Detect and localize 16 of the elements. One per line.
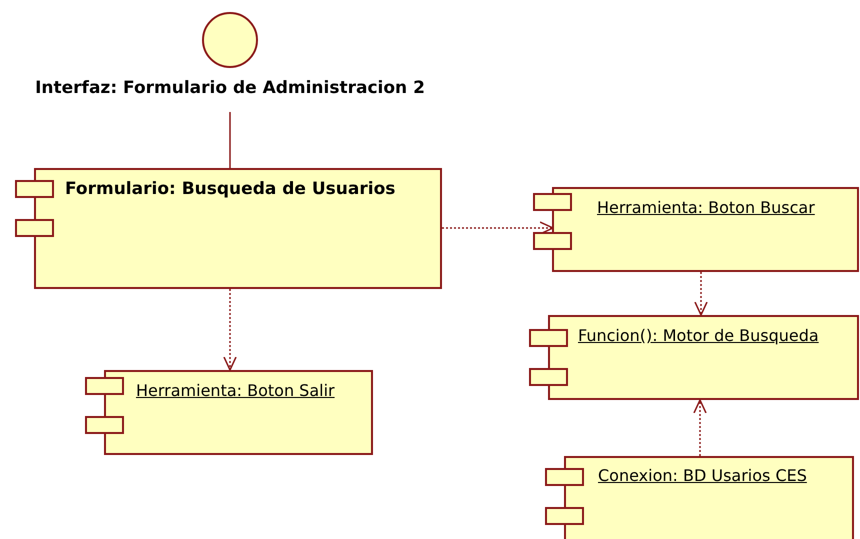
component-label: Herramienta: Boton Salir xyxy=(136,381,335,401)
dependency-arrow xyxy=(694,272,708,316)
component-label: Conexion: BD Usarios CES xyxy=(598,466,807,486)
component-box xyxy=(545,456,854,539)
connector-line xyxy=(229,112,231,168)
dependency-arrow xyxy=(693,399,707,456)
dependency-arrow xyxy=(442,221,554,235)
component-box xyxy=(529,315,859,400)
component-label: Formulario: Busqueda de Usuarios xyxy=(65,179,396,199)
dependency-arrow xyxy=(223,289,237,371)
component-box xyxy=(85,370,373,455)
component-label: Funcion(): Motor de Busqueda xyxy=(578,326,819,346)
component-box xyxy=(15,168,442,289)
interface-label: Interfaz: Formulario de Administracion 2 xyxy=(34,78,426,98)
component-label: Herramienta: Boton Buscar xyxy=(597,198,815,218)
component-box xyxy=(533,187,859,272)
